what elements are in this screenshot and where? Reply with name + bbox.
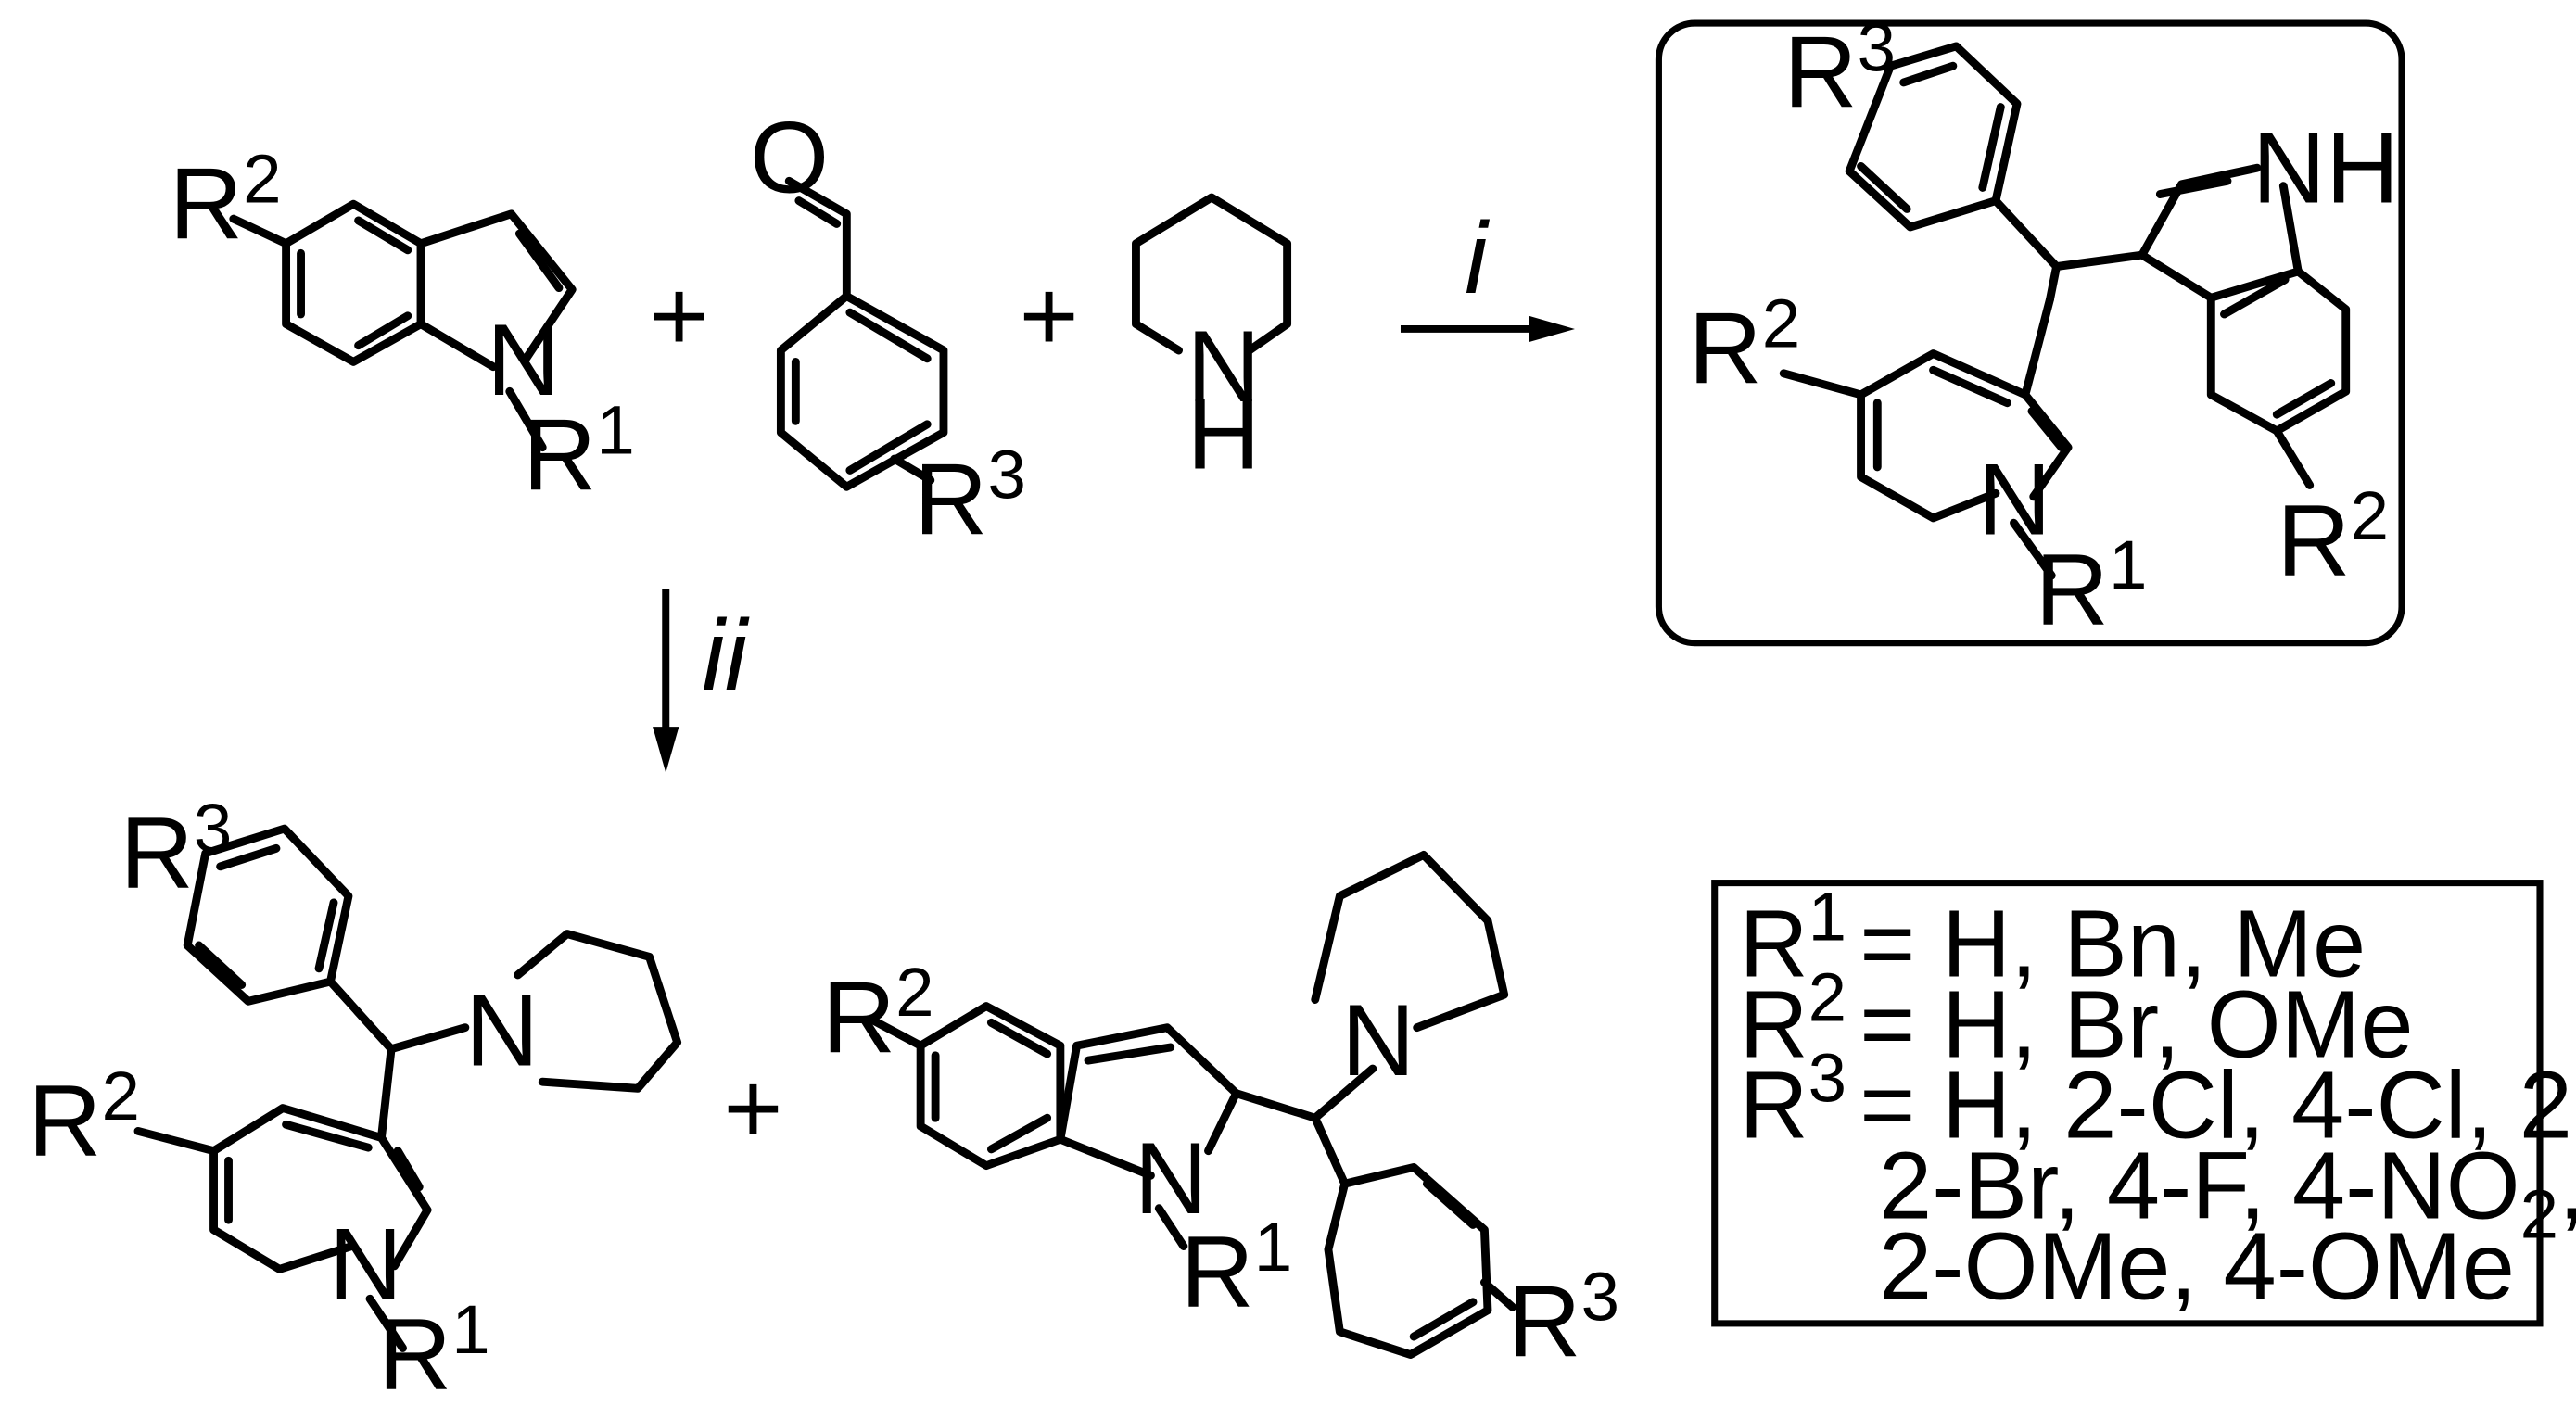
bis-indolylmethane-product: R3 NH R2 N R1 R2 [1688,9,2399,648]
substituent-legend: R1= H, Bn, Me R2= H, Br, OMe R3= H, 2-Cl… [1739,879,2576,1320]
product-highlight-box [1655,19,2405,647]
r3-label: R3 [914,437,1026,557]
condition-ii-label: ii [702,599,749,713]
product-b-piperidine-n-label: N [1341,983,1415,1097]
indole-reactant: R2 N R1 [170,140,635,512]
substituent-legend-box [1711,880,2544,1327]
product-a-r2-label: R2 [28,1058,140,1178]
r2-label: R2 [170,140,282,260]
plus-sign-1: + [650,259,709,373]
condition-i-label: i [1465,201,1490,315]
product-2-piperidinylmethyl-indole: R2 N N R1 R3 [822,851,1619,1378]
product-a-r1-label: R1 [378,1291,490,1412]
product-nh-label: NH [2252,110,2400,224]
product-r2-label-right: R2 [2277,477,2389,598]
legend-r3-line-2: 2-Br, 4-F, 4-NO2, 4-Me, [1879,1132,2576,1252]
product-b-r3-label: R3 [1507,1258,1619,1378]
oxygen-label: O [750,101,830,215]
plus-sign-3: + [723,1051,782,1165]
plus-sign-2: + [1020,259,1079,373]
product-b-n-label: N [1135,1121,1208,1235]
piperidine-n-label: N [1186,310,1260,424]
legend-r1-line: R1= H, Bn, Me [1739,879,2366,997]
product-b-r2-label: R2 [822,954,934,1074]
product-a-piperidine-n-label: N [465,973,539,1087]
product-b-r1-label: R1 [1180,1209,1292,1329]
product-a-n-label: N [329,1207,402,1321]
product-a-r3-label: R3 [120,790,232,910]
product-r3-label: R3 [1783,9,1896,130]
legend-r2-line: R2= H, Br, OMe [1739,959,2413,1078]
product-r2-label-left: R2 [1688,285,1800,405]
legend-r3-line-3: 2-OMe, 4-OMe [1879,1212,2515,1319]
product-n-label: N [1977,443,2050,557]
r1-label: R1 [523,392,635,513]
reaction-arrow-i: i [1400,201,1575,343]
piperidine-h-label: H [1186,377,1260,491]
legend-r3-line-1: R3= H, 2-Cl, 4-Cl, 2,4-Cl, [1739,1039,2576,1158]
reaction-arrow-ii: ii [653,589,750,773]
benzaldehyde-reactant: O R3 [750,101,1026,557]
piperidine-reactant: N H [1132,193,1292,491]
product-r1-label: R1 [2036,526,2148,647]
product-3-piperidinylmethyl-indole: R3 N R2 N R1 [28,790,682,1412]
n-atom-label: N [487,303,560,417]
